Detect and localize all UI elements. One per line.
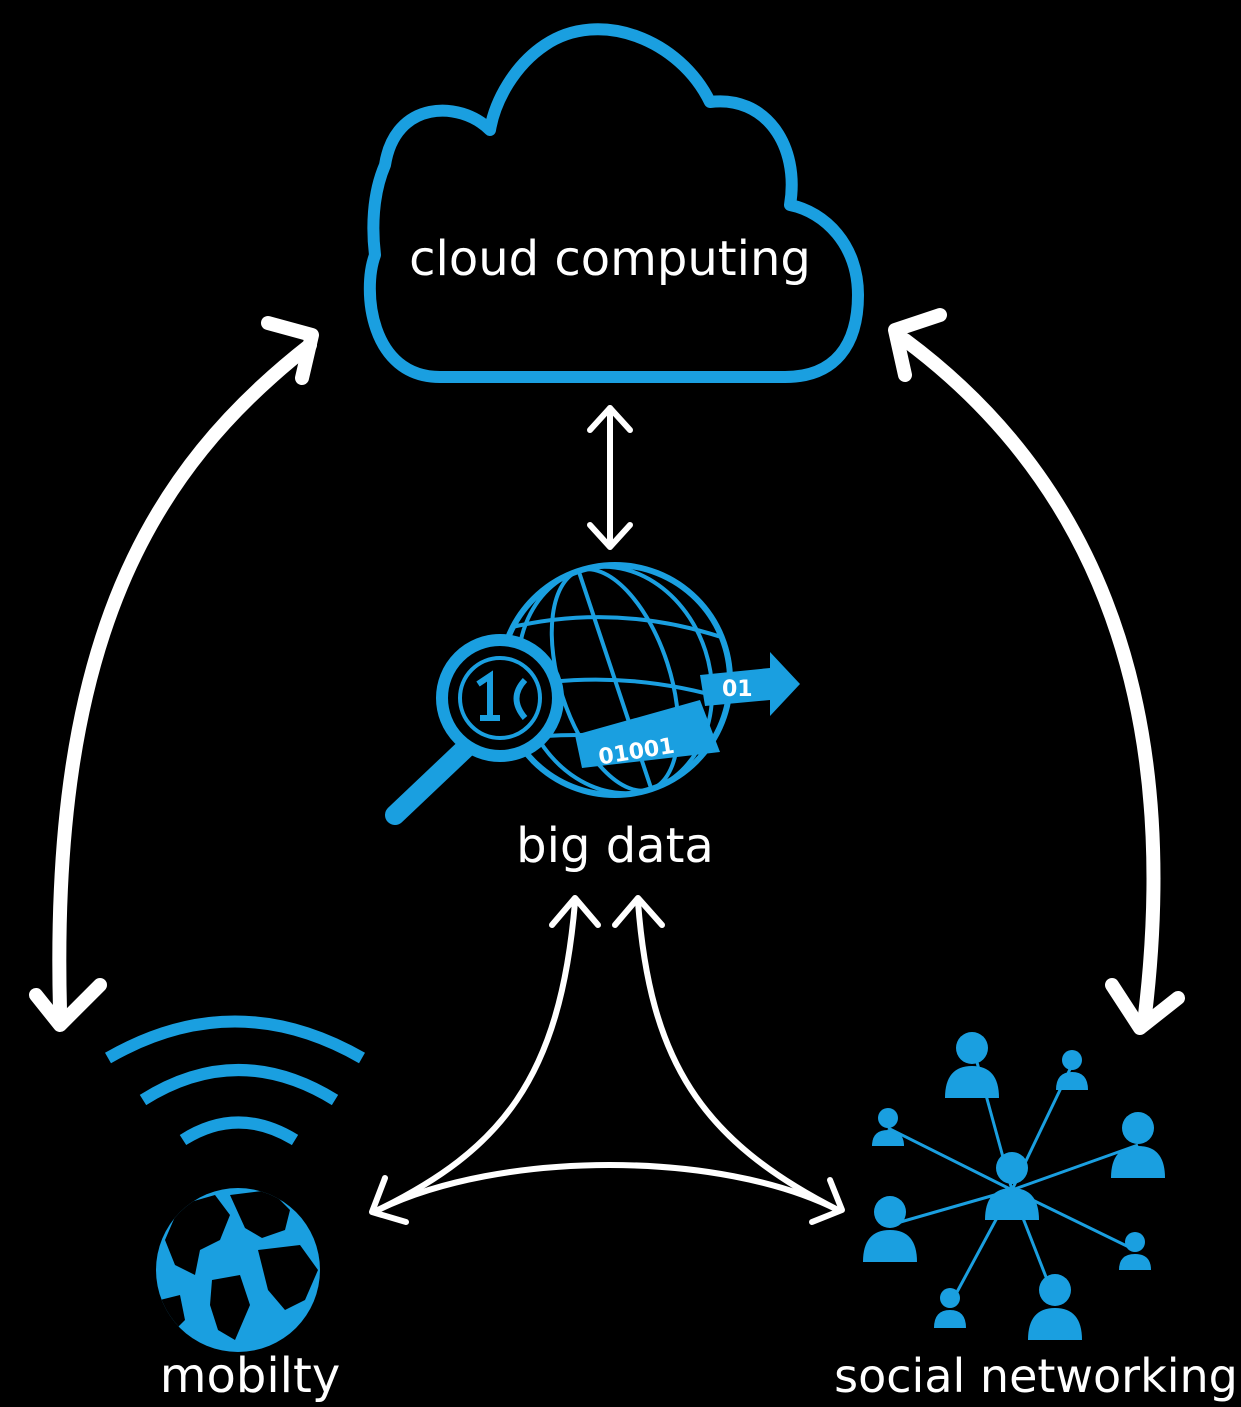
big-data-label: big data xyxy=(516,818,714,874)
arrowhead-mobility-top xyxy=(29,978,107,1032)
arrow-social-bigdata xyxy=(635,899,841,1213)
arrowhead-social-top xyxy=(1105,978,1185,1035)
wifi-globe-icon xyxy=(105,1015,365,1352)
wifi-icon xyxy=(105,1015,365,1146)
cloud-icon xyxy=(363,23,864,383)
cloud-computing-label: cloud computing xyxy=(409,231,811,287)
earth-icon xyxy=(156,1188,320,1352)
cloud-node: cloud computing xyxy=(363,23,864,383)
arrow-mobility-bigdata xyxy=(375,899,578,1213)
people-icons xyxy=(863,1032,1165,1340)
arrow-mobility-social xyxy=(375,1162,841,1213)
arrowhead-cloud-left xyxy=(261,316,319,385)
people-network-icon xyxy=(863,1032,1165,1340)
arrow-cloud-mobility xyxy=(52,338,317,1017)
binary-text-2: 01 xyxy=(722,677,753,702)
thin-arrows xyxy=(369,895,845,1225)
arrow-cloud-social xyxy=(898,333,1161,1022)
big-arrows xyxy=(29,308,1185,1035)
globe-magnifier-icon: 01001 01 xyxy=(385,562,800,825)
arrowhead-cloud-right xyxy=(888,308,947,382)
mobility-label: mobilty xyxy=(160,1348,341,1404)
arrow-cloud-bigdata xyxy=(587,405,633,550)
social-networking-label: social networking xyxy=(834,1349,1238,1403)
